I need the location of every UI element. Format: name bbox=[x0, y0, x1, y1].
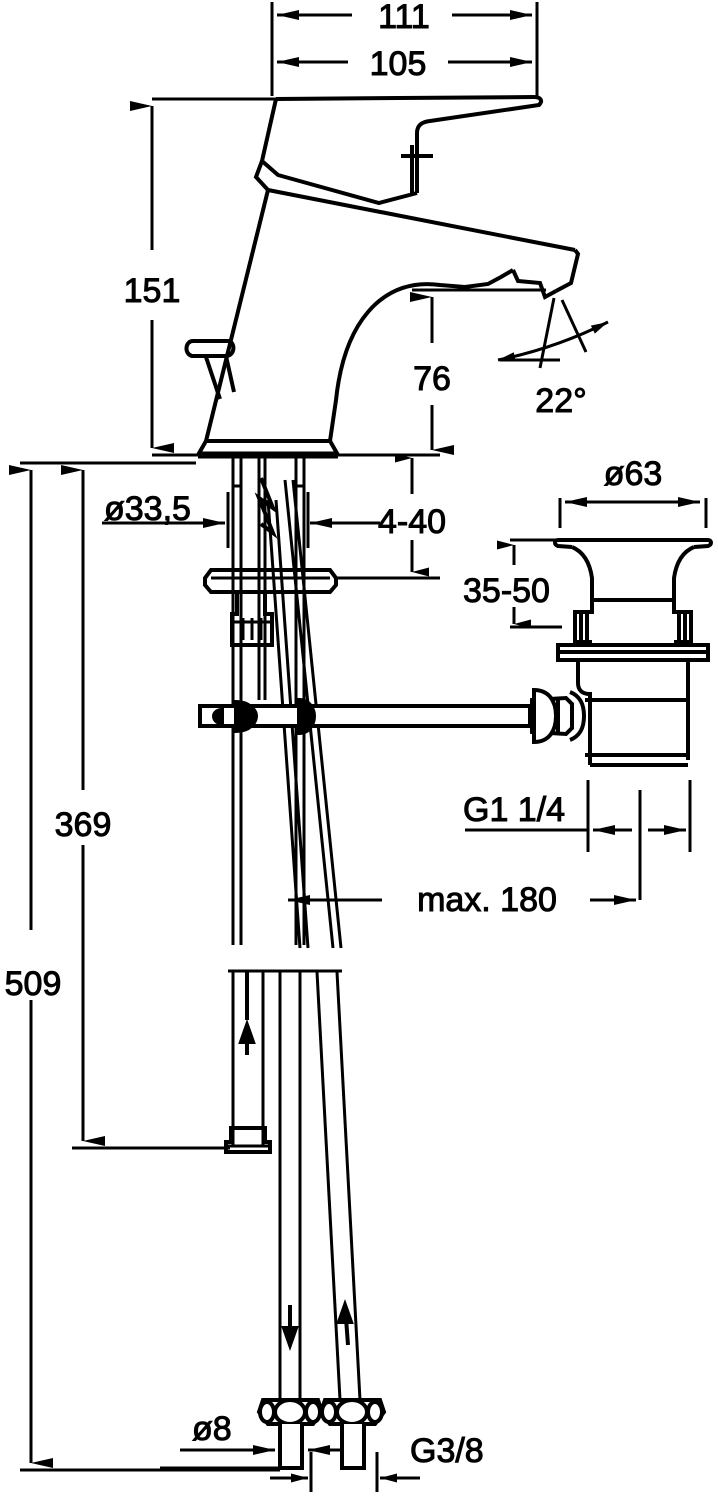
faucet-body bbox=[184, 94, 581, 459]
dimension-waste-thread bbox=[465, 780, 692, 900]
dimension-label-151: 151 bbox=[124, 272, 181, 310]
dimension-waste-height bbox=[497, 538, 562, 629]
popup-waste-assembly bbox=[532, 538, 713, 767]
popup-waste-rod bbox=[198, 695, 574, 737]
dimension-label-rod-max: max. 180 bbox=[417, 881, 557, 919]
dimension-label-111: 111 bbox=[378, 0, 430, 36]
dimension-label-22-degrees: 22° bbox=[535, 382, 586, 420]
dimension-label-deck-thickness: 4-40 bbox=[378, 503, 446, 541]
flexible-hose-assembly bbox=[224, 969, 362, 1401]
dimension-angle-22 bbox=[497, 297, 609, 369]
dimension-label-waste-thread: G1 1/4 bbox=[463, 791, 565, 829]
dimension-flange-diameter bbox=[558, 497, 708, 528]
dimension-151 bbox=[130, 97, 290, 457]
hose-connector-left bbox=[256, 1398, 325, 1470]
dimension-369 bbox=[61, 461, 230, 1150]
dimension-509 bbox=[9, 461, 280, 1472]
dimension-shank-diameter bbox=[102, 492, 380, 548]
dimension-label-waste-height: 35-50 bbox=[463, 572, 550, 610]
dimension-connector-thread bbox=[270, 1452, 420, 1492]
dimension-label-509: 509 bbox=[5, 965, 62, 1003]
hose-connector-right bbox=[318, 1398, 387, 1470]
dimension-105 bbox=[270, 40, 539, 96]
dimension-hose-diameter bbox=[160, 1445, 340, 1470]
dimension-label-flange-diameter: ø63 bbox=[604, 455, 663, 493]
dimension-76 bbox=[410, 288, 546, 455]
dimension-label-connector-thread: G3/8 bbox=[410, 1432, 484, 1470]
dimension-label-shank-diameter: ø33,5 bbox=[104, 490, 191, 528]
dimension-deck-thickness bbox=[336, 453, 440, 580]
dimension-label-105: 105 bbox=[370, 45, 427, 83]
shank-assembly bbox=[203, 455, 343, 949]
dimension-label-369: 369 bbox=[55, 806, 112, 844]
dimension-label-hose-diameter: ø8 bbox=[192, 1410, 232, 1448]
dimension-label-76: 76 bbox=[413, 360, 451, 398]
